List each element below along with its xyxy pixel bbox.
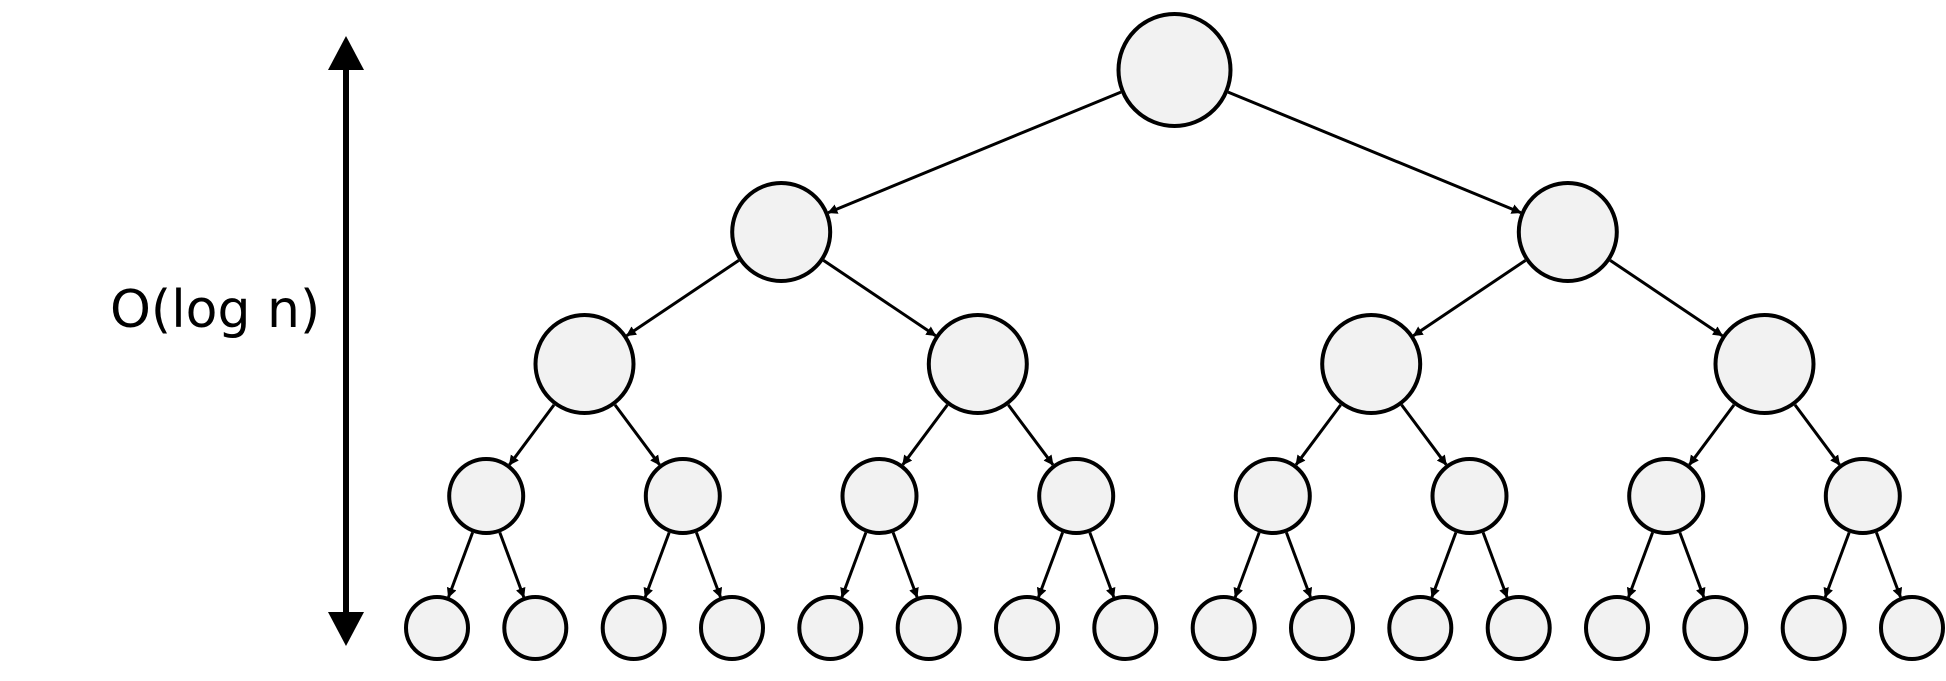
tree-edge-l2-n0-c1 (613, 404, 661, 466)
tree-edge-l3-n2-c1 (891, 531, 919, 599)
height-arrow-bottom-head (328, 612, 364, 646)
tree-edge-l2-n2-c0 (1294, 404, 1342, 466)
tree-edge-l2-n3-c0 (1688, 404, 1736, 466)
tree-node-level-3-3 (1037, 457, 1116, 535)
tree-edge-l3-n1-c1 (694, 531, 723, 599)
tree-edge-l3-n2-c0 (840, 531, 868, 599)
tree-edge-l3-n0-c0 (446, 531, 475, 599)
tree-node-level-3-2 (840, 457, 919, 535)
tree-edge-l3-n6-c0 (1626, 531, 1655, 599)
tree-node-level-2-2 (1320, 313, 1423, 415)
tree-node-level-3-4 (1233, 457, 1312, 535)
tree-node-level-4-10 (1387, 595, 1454, 661)
tree-edge-l2-n1-c1 (1007, 404, 1055, 466)
tree-node-level-4-11 (1485, 595, 1552, 661)
tree-edge-l0-n0-c0 (827, 90, 1122, 214)
tree-edge-l3-n5-c1 (1481, 531, 1509, 599)
tree-node-level-4-0 (404, 595, 470, 661)
tree-node-level-3-6 (1627, 457, 1706, 535)
tree-node-level-3-7 (1823, 457, 1902, 535)
tree-node-level-4-4 (797, 595, 864, 661)
tree-edge-l3-n1-c0 (643, 531, 671, 599)
tree-node-level-4-15 (1879, 595, 1945, 661)
tree-node-level-3-5 (1430, 457, 1509, 535)
tree-node-level-2-0 (533, 313, 636, 415)
tree-nodes (404, 12, 1945, 661)
tree-edge-l2-n1-c0 (901, 404, 949, 466)
tree-edge-l3-n0-c1 (498, 531, 526, 599)
tree-node-level-2-1 (926, 313, 1029, 415)
tree-edge-l1-n0-c1 (822, 259, 937, 337)
tree-edge-l3-n6-c1 (1678, 531, 1706, 599)
tree-edge-l3-n4-c0 (1233, 531, 1261, 599)
tree-node-level-4-13 (1682, 595, 1749, 661)
tree-edge-l3-n3-c0 (1036, 531, 1065, 599)
tree-edge-l2-n0-c0 (508, 404, 556, 466)
height-label: O(log n) (110, 280, 320, 340)
tree-node-level-4-12 (1584, 595, 1650, 661)
tree-edge-l1-n1-c1 (1609, 259, 1724, 337)
tree-node-level-4-14 (1780, 595, 1847, 661)
height-arrow-top-head (328, 36, 364, 70)
tree-edge-l2-n2-c1 (1400, 404, 1448, 466)
tree-node-level-1-0 (730, 181, 833, 283)
tree-node-level-4-3 (699, 595, 765, 661)
tree-node-level-4-8 (1190, 595, 1257, 661)
tree-node-level-3-0 (447, 457, 526, 535)
tree-node-level-4-9 (1289, 595, 1355, 661)
tree-edge-l1-n0-c0 (625, 259, 740, 337)
tree-node-level-4-6 (994, 595, 1060, 661)
tree-edges (446, 90, 1903, 599)
tree-node-level-4-1 (502, 595, 569, 661)
height-indicator: O(log n) (110, 36, 364, 646)
tree-node-level-2-3 (1713, 313, 1816, 415)
tree-edge-l3-n5-c0 (1430, 531, 1458, 599)
tree-node-level-4-2 (600, 595, 667, 661)
tree-edge-l3-n3-c1 (1088, 531, 1116, 599)
tree-edge-l3-n7-c0 (1823, 531, 1851, 599)
tree-edge-l0-n0-c1 (1227, 90, 1522, 214)
tree-node-level-4-5 (895, 595, 962, 661)
tree-edge-l3-n4-c1 (1284, 531, 1313, 599)
tree-edge-l1-n1-c0 (1412, 259, 1527, 337)
tree-node-level-3-1 (643, 457, 722, 535)
tree-node-level-0-0 (1116, 12, 1233, 128)
tree-edge-l2-n3-c1 (1793, 404, 1841, 466)
tree-node-level-1-1 (1516, 181, 1619, 283)
tree-edge-l3-n7-c1 (1874, 531, 1903, 599)
tree-node-level-4-7 (1092, 595, 1159, 661)
